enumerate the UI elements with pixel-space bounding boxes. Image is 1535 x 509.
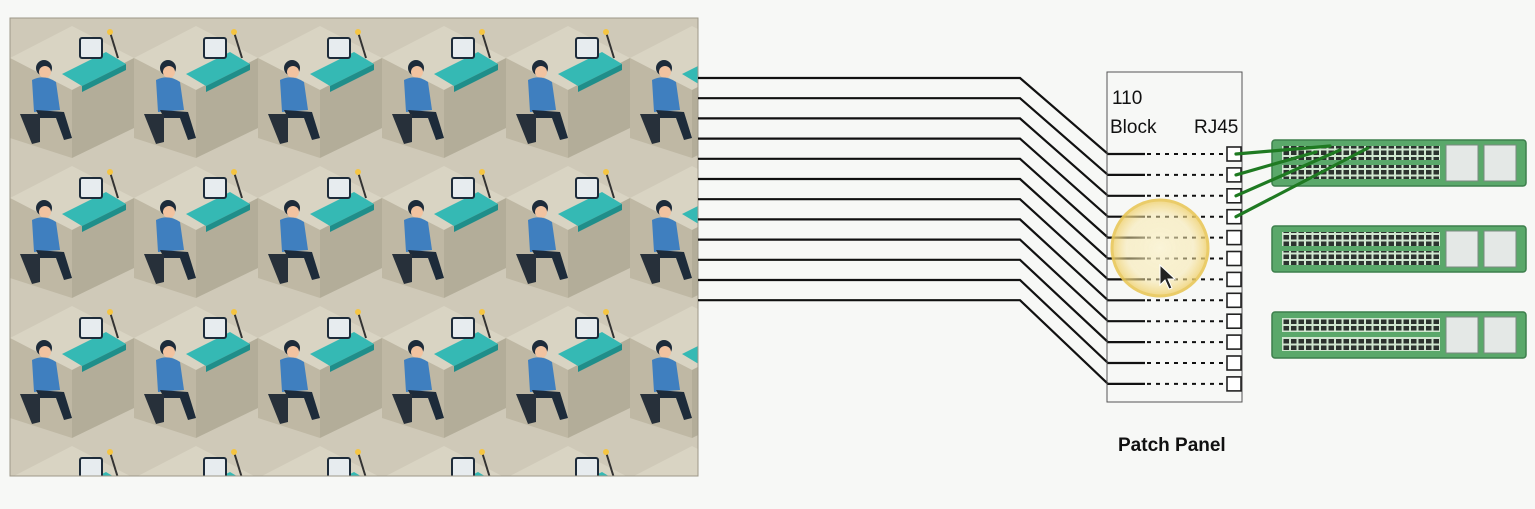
network-switch-2 [1271, 225, 1527, 273]
block-number-label: 110 [1112, 88, 1143, 109]
block-label: Block [1110, 117, 1157, 138]
network-switches [1271, 139, 1527, 359]
cable-11 [698, 278, 1145, 365]
patch-cord-4 [1234, 146, 1370, 219]
rj45-port-6 [1226, 250, 1242, 267]
rj45-port-7 [1226, 271, 1242, 288]
cable-4 [698, 137, 1145, 218]
switch-uplink-module-2 [1483, 230, 1517, 268]
switch-uplink-module-1 [1445, 230, 1479, 268]
cable-10 [698, 258, 1145, 344]
horizontal-cables [698, 76, 1145, 385]
rj45-port-12 [1226, 376, 1242, 392]
mouse-cursor-icon [1159, 263, 1177, 290]
cursor-highlight [1110, 198, 1210, 298]
office-cubicles-illustration [9, 17, 699, 477]
cable-2 [698, 97, 1145, 176]
switch-uplink-module-1 [1445, 316, 1479, 354]
rj45-port-8 [1226, 292, 1242, 309]
cable-9 [698, 238, 1145, 323]
network-switch-1 [1271, 139, 1527, 187]
switch-uplink-module-2 [1483, 316, 1517, 354]
switch-port-row-bottom [1282, 337, 1440, 351]
cable-1 [698, 76, 1145, 156]
switch-uplink-module-1 [1445, 144, 1479, 182]
rj45-port-5 [1226, 229, 1242, 246]
patch-cord-2 [1234, 150, 1318, 177]
patch-panel-caption: Patch Panel [1118, 435, 1226, 456]
network-switch-3 [1271, 311, 1527, 359]
rj45-port-9 [1226, 313, 1242, 330]
patch-cord-3 [1234, 148, 1342, 198]
rj45-port-11 [1226, 355, 1242, 371]
switch-port-row-bottom [1282, 165, 1440, 179]
rj45-port-4 [1226, 208, 1242, 225]
patch-cord-1 [1234, 144, 1332, 156]
switch-uplink-module-2 [1483, 144, 1517, 182]
rj45-port-3 [1226, 188, 1242, 204]
patch-cords [1234, 144, 1370, 219]
cable-12 [698, 299, 1145, 385]
switch-port-row-bottom [1282, 251, 1440, 265]
patch-panel-box [1106, 71, 1243, 403]
rj45-label: RJ45 [1194, 117, 1239, 138]
switch-port-row-top [1282, 318, 1440, 332]
cable-8 [698, 218, 1145, 302]
switch-port-row-top [1282, 232, 1440, 246]
rj45-port-10 [1226, 334, 1242, 350]
cable-3 [698, 117, 1145, 197]
